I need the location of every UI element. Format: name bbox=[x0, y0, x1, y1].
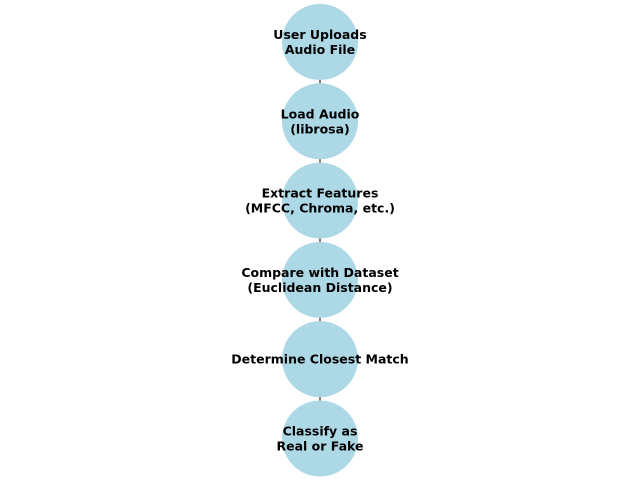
node-label-compare-line-2: (Euclidean Distance) bbox=[247, 280, 392, 295]
node-label-upload-line-2: Audio File bbox=[285, 42, 355, 57]
node-label-load-line-2: (librosa) bbox=[290, 121, 350, 136]
node-circle-classify bbox=[282, 400, 358, 477]
node-label-classify-line-2: Real or Fake bbox=[277, 439, 364, 454]
node-circle-match bbox=[282, 321, 358, 398]
node-label-extract-line-2: (MFCC, Chroma, etc.) bbox=[245, 201, 395, 216]
node-label-match-line-1: Determine Closest Match bbox=[231, 352, 408, 367]
node-circle-upload bbox=[282, 4, 358, 80]
node-circle-compare bbox=[282, 241, 358, 318]
node-label-extract-line-1: Extract Features bbox=[262, 186, 379, 201]
node-label-upload-line-1: User Uploads bbox=[273, 27, 366, 42]
node-label-compare-line-1: Compare with Dataset bbox=[241, 265, 398, 280]
node-label-load-line-1: Load Audio bbox=[281, 106, 360, 121]
node-circle-extract bbox=[282, 162, 358, 239]
node-match: Determine Closest Match bbox=[231, 321, 409, 398]
node-label-classify-line-1: Classify as bbox=[283, 424, 358, 439]
node-extract: Extract Features(MFCC, Chroma, etc.) bbox=[245, 162, 395, 239]
node-circle-load bbox=[282, 83, 358, 160]
node-compare: Compare with Dataset(Euclidean Distance) bbox=[241, 241, 399, 318]
node-load: Load Audio(librosa) bbox=[281, 83, 360, 160]
